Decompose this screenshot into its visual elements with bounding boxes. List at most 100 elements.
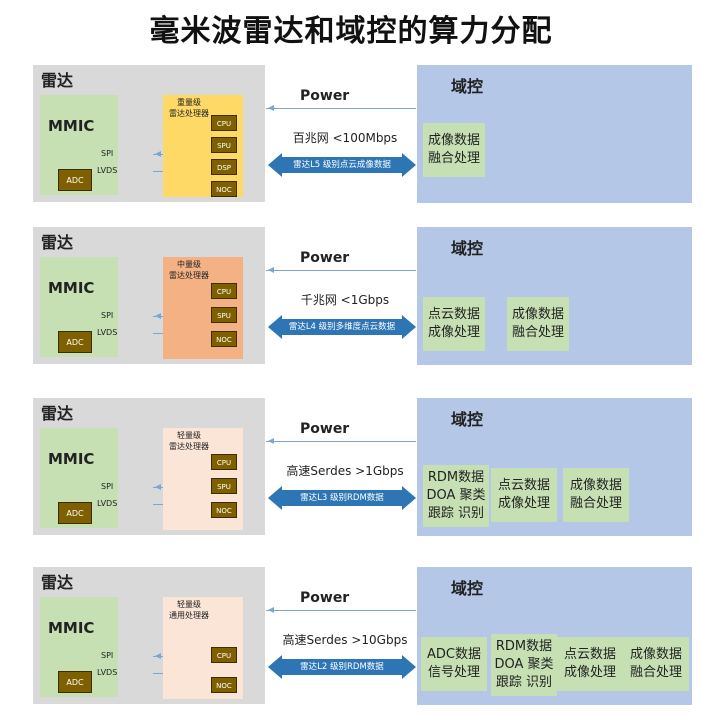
data-link-label: 雷达L3 级别RDM数据 [300, 493, 384, 503]
domain-box-text: 点云数据成像处理 [498, 477, 550, 513]
processor-title: 重量级雷达处理器 [163, 97, 215, 119]
radar-block: 雷达MMICADCSPILVDSSPILVDS重量级雷达处理器CPUSPUDSP… [33, 65, 265, 202]
processor-title: 轻量级雷达处理器 [163, 430, 215, 452]
mmic-spi-label: SPI [101, 651, 114, 660]
mmic-lvds-label: LVDS [97, 166, 118, 175]
bandwidth-label: 百兆网 <100Mbps [292, 131, 398, 145]
domain-box: 点云数据成像处理 [557, 637, 623, 691]
domain-controller: 域控点云数据成像处理 成像数据融合处理 [417, 227, 692, 365]
domain-box: 点云数据成像处理 [491, 468, 557, 522]
radar-processor: 中量级雷达处理器 CPU SPU NOC [163, 257, 243, 359]
data-link-arrow: 雷达L5 级别点云成像数据 [268, 153, 416, 177]
domain-box-text: 成像数据融合处理 [570, 477, 622, 513]
noc-chip: NOC [211, 502, 237, 518]
power-label: Power [300, 88, 350, 104]
processor-title-line2: 雷达处理器 [169, 109, 209, 118]
adc-chip: ADC [58, 169, 92, 191]
mmic-lvds-label: LVDS [97, 668, 118, 677]
domain-box-line: DOA 聚类 [426, 488, 486, 503]
domain-box-line: 成像数据 [427, 133, 480, 148]
noc-chip: NOC [211, 331, 237, 347]
domain-box-line: 成像数据 [569, 478, 622, 493]
domain-box-text: 成像数据融合处理 [428, 132, 480, 168]
mmic-spi-label: SPI [101, 149, 114, 158]
power-arrow [266, 607, 416, 613]
radar-block: 雷达MMICADCSPILVDSSPILVDS轻量级通用处理器CPUNOC [33, 567, 265, 704]
processor-title-line1: 中量级 [177, 260, 201, 269]
bandwidth-label: 高速Serdes >10Gbps [282, 633, 408, 647]
radar-title: 雷达 [41, 404, 74, 423]
diagram-row: 雷达MMICADCSPILVDSSPILVDS中量级雷达处理器CPUSPUNOC… [0, 227, 702, 372]
data-link-arrow: 雷达L2 级别RDM数据 [268, 655, 416, 679]
domain-box-text: RDM数据 DOA 聚类跟踪 识别 [426, 469, 485, 523]
spu-chip: SPU [211, 307, 237, 323]
processor-title-line2: 通用处理器 [169, 611, 209, 620]
domain-title: 域控 [451, 77, 484, 96]
domain-controller: 域控成像数据融合处理 [417, 65, 692, 203]
radar-title: 雷达 [41, 233, 74, 252]
domain-box-line: 融合处理 [427, 151, 480, 166]
mmic-lvds-label: LVDS [97, 328, 118, 337]
radar-title: 雷达 [41, 71, 74, 90]
bandwidth-label: 千兆网 <1Gbps [300, 293, 390, 307]
domain-box: 成像数据融合处理 [563, 468, 629, 522]
mmic-label: MMIC [48, 117, 95, 135]
radar-block: 雷达MMICADCSPILVDSSPILVDS轻量级雷达处理器CPUSPUNOC [33, 398, 265, 535]
diagram-row: 雷达MMICADCSPILVDSSPILVDS轻量级通用处理器CPUNOCPow… [0, 567, 702, 712]
mmic-spi-label: SPI [101, 311, 114, 320]
domain-title: 域控 [451, 410, 484, 429]
radar-processor: 轻量级雷达处理器 CPU SPU NOC [163, 428, 243, 530]
processor-title: 轻量级通用处理器 [163, 599, 215, 621]
power-arrow [266, 267, 416, 273]
domain-box-line: 成像处理 [497, 496, 550, 511]
noc-chip: NOC [211, 181, 237, 197]
domain-box-line: 成像处理 [427, 325, 480, 340]
power-arrow [266, 438, 416, 444]
cpu-chip: CPU [211, 283, 237, 299]
power-label: Power [300, 421, 350, 437]
data-link-arrow: 雷达L3 级别RDM数据 [268, 486, 416, 510]
diagram-row: 雷达MMICADCSPILVDSSPILVDS轻量级雷达处理器CPUSPUNOC… [0, 398, 702, 543]
mmic-label: MMIC [48, 450, 95, 468]
cpu-chip: CPU [211, 647, 237, 663]
domain-box-line: RDM数据 [427, 470, 485, 485]
domain-box-line: 融合处理 [511, 325, 564, 340]
data-link-label: 雷达L5 级别点云成像数据 [293, 160, 391, 170]
domain-title: 域控 [451, 239, 484, 258]
diagram-row: 雷达MMICADCSPILVDSSPILVDS重量级雷达处理器CPUSPUDSP… [0, 65, 702, 210]
spu-chip: SPU [211, 478, 237, 494]
bandwidth-label: 高速Serdes >1Gbps [286, 464, 404, 478]
domain-box-line: 跟踪 识别 [427, 506, 485, 521]
adc-chip: ADC [58, 671, 92, 693]
power-label: Power [300, 590, 350, 606]
domain-box: ADC数据信号处理 [421, 637, 487, 691]
dsp-chip: DSP [211, 159, 237, 175]
domain-box-text: 成像数据融合处理 [512, 306, 564, 342]
cpu-chip: CPU [211, 454, 237, 470]
domain-box-line: ADC数据 [427, 647, 481, 662]
domain-box: 成像数据融合处理 [507, 297, 569, 351]
data-link-label: 雷达L4 级别多维度点云数据 [288, 322, 396, 332]
radar-block: 雷达MMICADCSPILVDSSPILVDS中量级雷达处理器CPUSPUNOC [33, 227, 265, 364]
domain-box-line: 点云数据 [563, 647, 616, 662]
data-link-arrow: 雷达L4 级别多维度点云数据 [268, 315, 416, 339]
domain-box-line: 点云数据 [427, 307, 480, 322]
domain-box-text: ADC数据信号处理 [427, 646, 481, 682]
mmic-label: MMIC [48, 619, 95, 637]
domain-box-line: 成像数据 [629, 647, 682, 662]
domain-box-line: 融合处理 [569, 496, 622, 511]
domain-box-text: 成像数据融合处理 [630, 646, 682, 682]
domain-box-line: 跟踪 识别 [495, 675, 553, 690]
processor-title-line1: 重量级 [177, 98, 201, 107]
processor-title: 中量级雷达处理器 [163, 259, 215, 281]
adc-chip: ADC [58, 331, 92, 353]
mmic-label: MMIC [48, 279, 95, 297]
page-title: 毫米波雷达和域控的算力分配 [149, 14, 553, 49]
domain-box-line: 融合处理 [629, 665, 682, 680]
domain-box-line: 点云数据 [497, 478, 550, 493]
